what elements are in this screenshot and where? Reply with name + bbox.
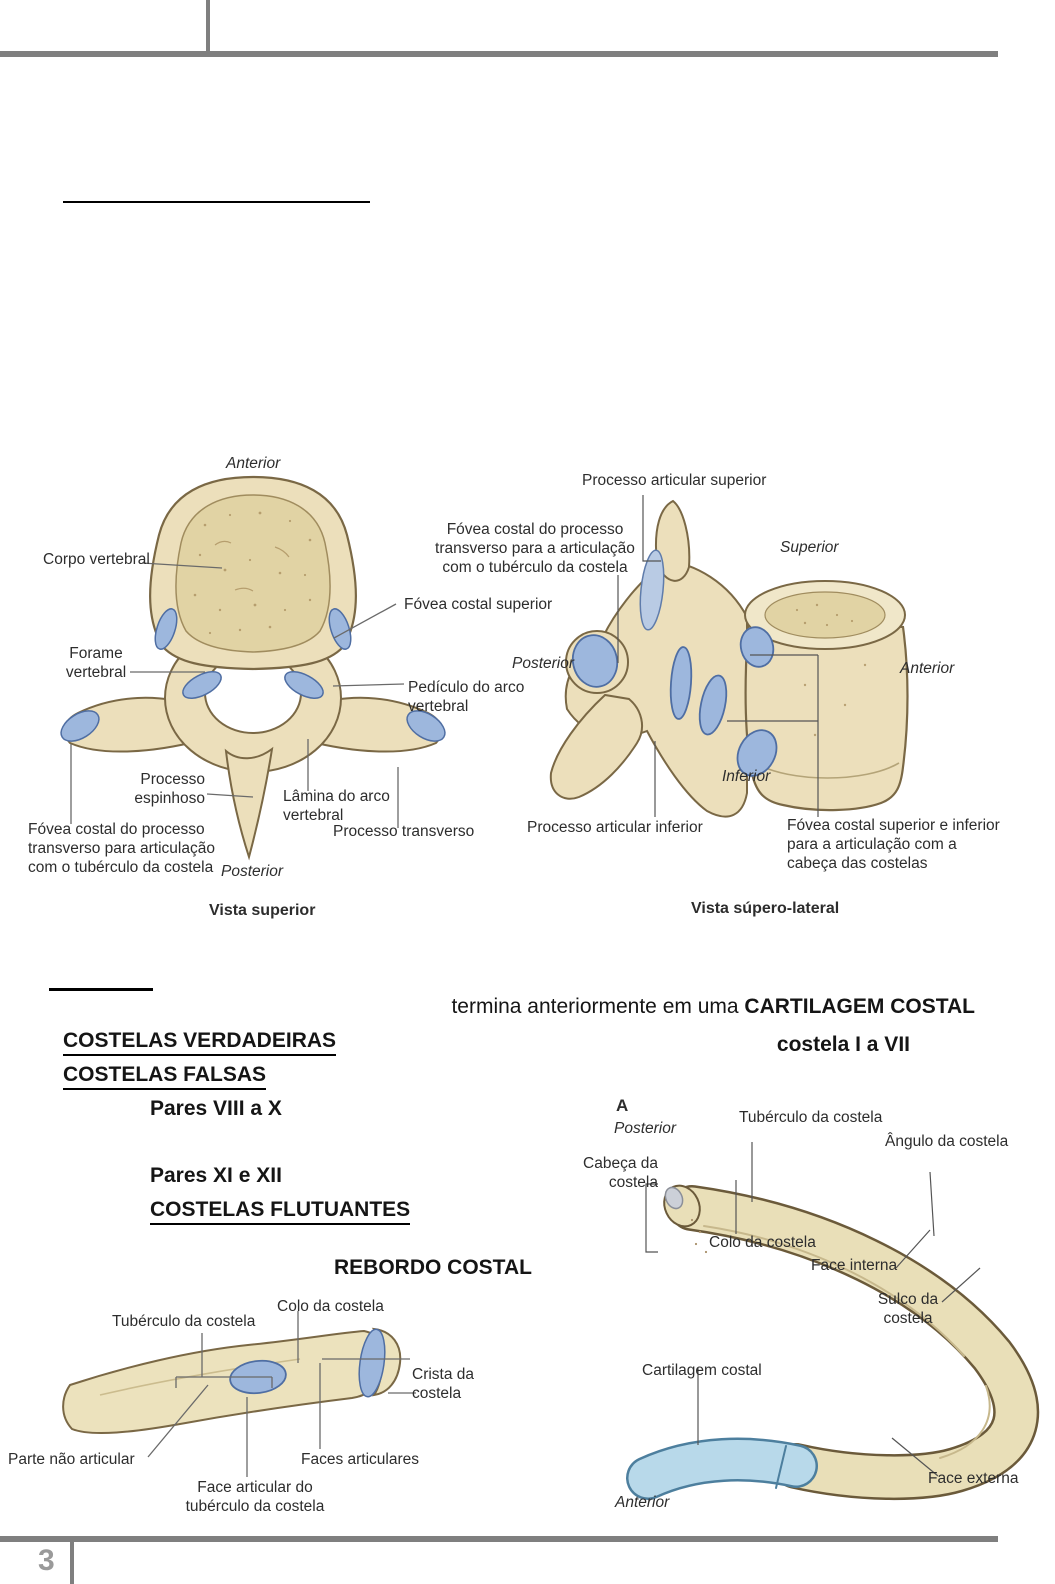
label-fovea-costal-sup-inf: Fóvea costal superior e inferior para a …: [787, 817, 1000, 872]
label-cabeca: Cabeça da costela: [583, 1155, 658, 1191]
label-fovea-costal-processo-lat: Fóvea costal do processo transverso para…: [435, 521, 635, 576]
label-face-externa: Face externa: [928, 1470, 1019, 1487]
label-parte-nao-articular: Parte não articular: [8, 1451, 135, 1468]
label-anterior-lat: Anterior: [900, 660, 955, 677]
callout-lines: [617, 495, 819, 817]
rib-curved-illustration: [626, 1142, 1040, 1501]
text-rebordo-costal: REBORDO COSTAL: [334, 1256, 532, 1279]
caption-vista-superior: Vista superior: [209, 902, 316, 919]
label-tuberculo-detail: Tubérculo da costela: [112, 1313, 256, 1330]
inferior-articular-process: [549, 693, 644, 800]
cabeca-bracket: [645, 1183, 658, 1253]
superior-articular-process: [655, 499, 691, 582]
label-forame-vertebral: Forame vertebral: [65, 645, 127, 681]
label-letter-a: A: [616, 1096, 629, 1115]
rib-body: [669, 1185, 1040, 1501]
body-bottom-rim: [754, 762, 900, 779]
head-speckles: [690, 1218, 708, 1254]
vertebra-lateral-illustration: [549, 495, 909, 818]
footer-vertical-divider: [70, 1540, 74, 1584]
transverse-processes: [63, 696, 443, 753]
text-costelas-falsas: COSTELAS FALSAS: [63, 1063, 267, 1090]
heading-rule: [63, 201, 370, 203]
superior-facet: [639, 549, 665, 631]
head-facet: [664, 1186, 684, 1210]
rib-detail-illustration: [62, 1311, 416, 1477]
label-inferior-lat: Inferior: [722, 768, 771, 785]
label-face-articular-tuberculo: Face articular do tubérculo da costela: [185, 1479, 325, 1515]
label-posterior-sup: Posterior: [221, 863, 284, 880]
footer-horizontal-bar: [0, 1536, 998, 1542]
label-anterior-sup: Anterior: [226, 455, 281, 472]
text-termina-regular: termina anteriormente em uma: [451, 995, 745, 1018]
label-faces-articulares: Faces articulares: [301, 1451, 420, 1468]
label-corpo-vertebral: Corpo vertebral: [43, 551, 150, 568]
trabecular-bone: [175, 494, 331, 653]
crest-facet: [358, 1328, 386, 1398]
label-colo-detail: Colo da costela: [277, 1298, 384, 1315]
bone-speckles: [795, 603, 867, 737]
label-anterior-rib: Anterior: [615, 1494, 670, 1511]
text-termina-line: termina anteriormente em uma CARTILAGEM …: [451, 995, 975, 1019]
label-cartilagem-costal: Cartilagem costal: [642, 1362, 762, 1379]
label-processo-espinhoso: Processo espinhoso: [134, 771, 205, 807]
label-posterior-rib: Posterior: [614, 1120, 677, 1137]
label-angulo: Ângulo da costela: [885, 1133, 1009, 1150]
header-horizontal-bar: [0, 51, 998, 57]
label-face-interna: Face interna: [811, 1257, 898, 1274]
small-heading-rule: [49, 988, 153, 991]
body-top-trabecular: [764, 591, 886, 639]
costal-facets: [60, 608, 446, 742]
label-posterior-lat: Posterior: [512, 655, 575, 672]
callout-lines: [147, 1311, 416, 1477]
label-processo-transverso-sup: Processo transverso: [333, 823, 475, 840]
label-sulco: Sulco da costela: [877, 1291, 939, 1327]
vertebral-body-side: [744, 611, 909, 812]
label-superior-lat: Superior: [780, 539, 839, 556]
label-fovea-costal-superior: Fóvea costal superior: [404, 596, 553, 613]
costal-facets: [571, 626, 778, 777]
callout-lines: [70, 562, 405, 828]
label-pediculo: Pedículo do arco vertebral: [408, 679, 525, 715]
text-costelas-flutuantes: COSTELAS FLUTUANTES: [150, 1198, 411, 1225]
text-pares-xi-xii: Pares XI e XII: [150, 1164, 282, 1187]
text-costelas-verdadeiras: COSTELAS VERDADEIRAS: [63, 1029, 337, 1056]
header-vertical-divider: [206, 0, 210, 52]
text-pares-viii-x: Pares VIII a X: [150, 1097, 282, 1120]
page-number: 3: [38, 1544, 55, 1577]
rib-shaft: [62, 1329, 387, 1435]
caption-vista-supero-lateral: Vista súpero-lateral: [691, 900, 840, 917]
bone-speckles: [193, 511, 312, 635]
label-fovea-costal-processo-sup: Fóvea costal do processo transverso para…: [28, 821, 215, 876]
label-processo-articular-superior: Processo articular superior: [582, 472, 767, 489]
label-tuberculo-rib: Tubérculo da costela: [739, 1109, 883, 1126]
spinous-process: [224, 746, 274, 861]
text-cartilagem-costal: CARTILAGEM COSTAL: [744, 995, 975, 1018]
label-processo-articular-inferior: Processo articular inferior: [527, 819, 703, 836]
label-lamina: Lâmina do arco vertebral: [283, 788, 390, 824]
callout-lines: [645, 1142, 981, 1477]
text-costela-range: costela I a VII: [776, 1033, 910, 1056]
costal-cartilage: [626, 1437, 818, 1500]
vertebra-superior-illustration: [60, 475, 446, 861]
label-colo-rib: Colo da costela: [709, 1234, 816, 1251]
label-crista: Crista da costela: [412, 1366, 475, 1402]
